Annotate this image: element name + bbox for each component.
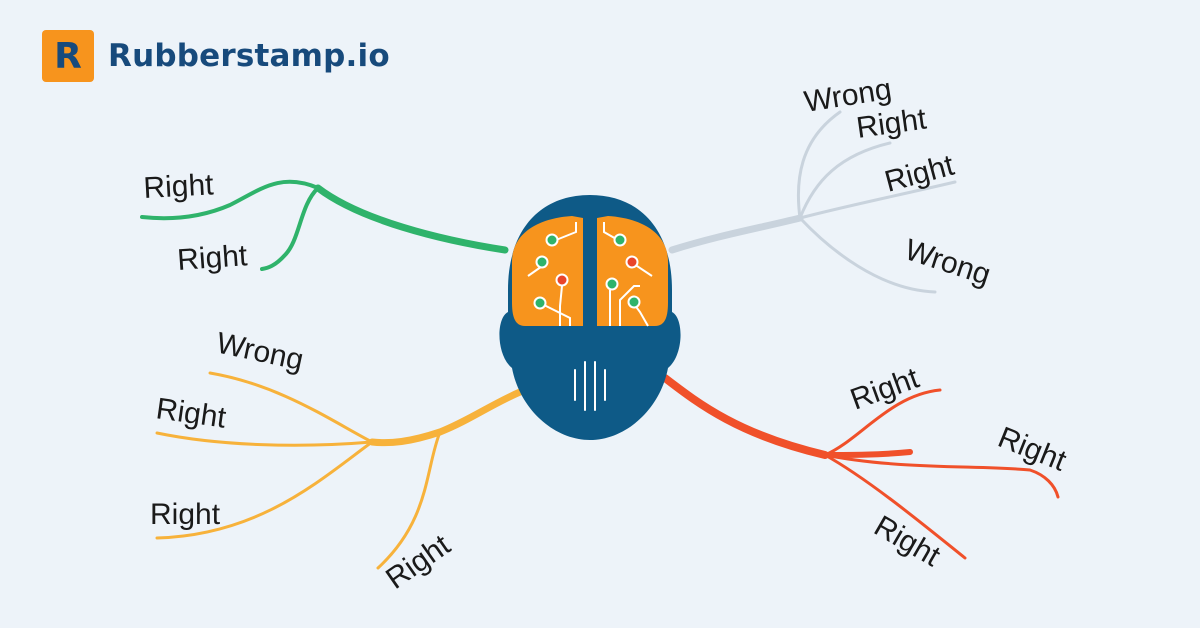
branch-red-leaf-3: Right — [869, 509, 947, 573]
branch-yellow-twig-3 — [155, 440, 374, 540]
branch-grey-twig-4 — [798, 216, 937, 294]
branch-yellow — [155, 371, 524, 570]
branch-red-twig-1 — [823, 388, 942, 457]
branch-green-twig-1 — [140, 179, 320, 221]
branch-yellow-trunk — [368, 388, 524, 447]
branch-red-trunk — [661, 374, 829, 459]
branch-yellow-leaf-3: Right — [150, 498, 221, 531]
branch-green — [140, 179, 509, 271]
logo-mark-icon: R — [42, 30, 94, 82]
branch-yellow-leaf-4: Right — [380, 528, 457, 596]
branch-yellow-leaf-1: Wrong — [214, 327, 307, 378]
branch-grey-trunk — [668, 214, 804, 254]
branch-red-twig-2 — [822, 449, 913, 458]
branch-green-leaf-1: Right — [143, 168, 215, 205]
brand-logo[interactable]: R Rubberstamp.io — [42, 30, 390, 82]
branch-yellow-twig-2 — [155, 431, 374, 447]
branch-grey-twig-2 — [798, 141, 892, 220]
branch-grey-twig-3 — [798, 180, 957, 220]
branch-red-leaf-1: Right — [846, 361, 924, 416]
brain-head-icon — [499, 195, 681, 440]
branch-red-twig-3 — [823, 453, 1060, 499]
branch-yellow-twig-1 — [208, 371, 374, 444]
branch-green-trunk — [314, 184, 509, 254]
branch-red-twig-4 — [823, 453, 967, 560]
brand-name: Rubberstamp.io — [108, 38, 390, 74]
branch-green-leaf-2: Right — [176, 239, 249, 277]
branch-green-twig-2 — [260, 186, 320, 271]
branch-grey — [668, 110, 957, 294]
branch-red — [661, 374, 1060, 560]
branch-yellow-leaf-2: Right — [154, 392, 229, 435]
branch-grey-twig-1 — [796, 110, 842, 220]
branch-yellow-twig-4 — [376, 430, 442, 570]
branch-grey-leaf-4: Wrong — [901, 233, 995, 292]
